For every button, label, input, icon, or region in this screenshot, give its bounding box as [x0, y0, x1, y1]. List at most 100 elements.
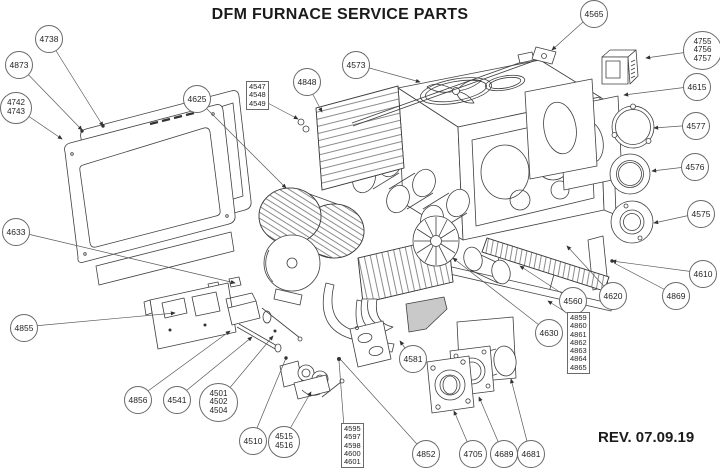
callout-4689: 4689: [490, 440, 518, 468]
part-number: 4743: [7, 107, 25, 116]
callout-4856: 4856: [124, 386, 152, 414]
callout-4620: 4620: [599, 282, 627, 310]
callout-4560: 4560: [559, 287, 587, 315]
vent-collar-ring: [609, 153, 651, 195]
part-number: 4549: [249, 98, 266, 108]
part-number: 4681: [521, 448, 541, 459]
vent-flange-ring: [610, 200, 654, 244]
callout-4873: 4873: [5, 51, 33, 79]
callout-4869: 4869: [662, 282, 690, 310]
part-number: 4756: [693, 45, 712, 55]
page-title: DFM FURNACE SERVICE PARTS: [211, 6, 469, 23]
callout-4565: 4565: [580, 0, 608, 28]
callout-4575: 4575: [687, 200, 715, 228]
part-number: 4738: [39, 33, 59, 44]
part-number: 4504: [209, 405, 228, 415]
part-number: 4575: [691, 208, 711, 219]
part-number: 4573: [346, 59, 366, 70]
part-number: 4757: [693, 53, 712, 63]
screw-dot: [337, 357, 341, 361]
part-number: 4597: [344, 432, 361, 442]
leader-4852: [340, 359, 426, 454]
callout-4681: 4681: [517, 440, 545, 468]
part-number: 4548: [249, 90, 266, 100]
relay-module: [601, 49, 639, 85]
part-number: 4600: [344, 448, 361, 458]
combustion-air-wheel: [412, 215, 511, 285]
part-number: 4705: [463, 448, 483, 459]
leader-4855: [22, 311, 176, 328]
part-number: 4633: [6, 226, 26, 237]
part-number: 4610: [693, 268, 713, 279]
part-number: 4869: [666, 290, 686, 301]
part-number: 4873: [9, 59, 29, 70]
callout-4705: 4705: [459, 440, 487, 468]
callout-4855: 4855: [10, 314, 38, 342]
part-number: 4689: [494, 448, 514, 459]
part-number: 4547: [249, 82, 266, 91]
part-number: 4501: [209, 388, 228, 398]
part-number: 4615: [687, 81, 707, 92]
screw-dot: [284, 356, 288, 360]
part-number: 4861: [570, 329, 587, 339]
leader-4595-4601: [338, 360, 345, 428]
part-number: 4852: [416, 448, 436, 459]
part-number: 4598: [344, 440, 361, 450]
callout-4848: 4848: [293, 68, 321, 96]
part-number: 4863: [570, 346, 587, 356]
part-number: 4601: [344, 457, 361, 467]
control-board-plate: [143, 282, 237, 350]
callout-4610: 4610: [689, 260, 717, 288]
part-number: 4620: [603, 290, 623, 301]
exhaust-flange-assembly: [426, 316, 517, 414]
part-number: 4856: [128, 394, 148, 405]
part-number: 4581: [403, 353, 423, 364]
revision-label: REV. 07.09.19: [598, 429, 695, 446]
part-number: 4864: [570, 354, 587, 364]
leader-4633: [14, 230, 236, 285]
callout-4633: 4633: [2, 218, 30, 246]
part-number: 4742: [7, 98, 25, 108]
part-number: 4862: [570, 337, 587, 347]
leader-4630: [452, 257, 549, 333]
callout-4630: 4630: [535, 319, 563, 347]
casing-back-panels: [524, 78, 623, 191]
leader-4610: [611, 259, 703, 274]
part-number: 4595: [344, 424, 361, 433]
part-number: 4755: [693, 36, 712, 46]
part-number: 4510: [243, 435, 263, 446]
part-number: 4860: [570, 321, 587, 331]
front-access-door: [64, 104, 236, 263]
part-number: 4855: [14, 322, 34, 333]
leader-4541: [175, 336, 253, 400]
callout-4738: 4738: [35, 25, 63, 53]
leader-4738: [47, 37, 104, 127]
leader-4510: [251, 357, 287, 441]
callout-4615: 4615: [683, 73, 711, 101]
part-number: 4625: [187, 93, 207, 104]
callout-4573: 4573: [342, 51, 370, 79]
part-number: 4560: [563, 295, 583, 306]
callout-4852: 4852: [412, 440, 440, 468]
screw-dot: [80, 129, 84, 133]
callout-4577: 4577: [682, 112, 710, 140]
part-number: 4502: [209, 397, 228, 407]
screw-dot: [610, 259, 614, 263]
part-number: 4515: [275, 432, 293, 442]
door-hardware-parts: [225, 292, 303, 353]
callout-4581: 4581: [399, 345, 427, 373]
callout-4510: 4510: [239, 427, 267, 455]
vent-door-plate: [349, 320, 392, 368]
part-number: 4565: [584, 8, 604, 19]
callout-4576: 4576: [681, 153, 709, 181]
part-number: 4576: [685, 161, 705, 172]
limit-switch-rod: [351, 46, 557, 127]
